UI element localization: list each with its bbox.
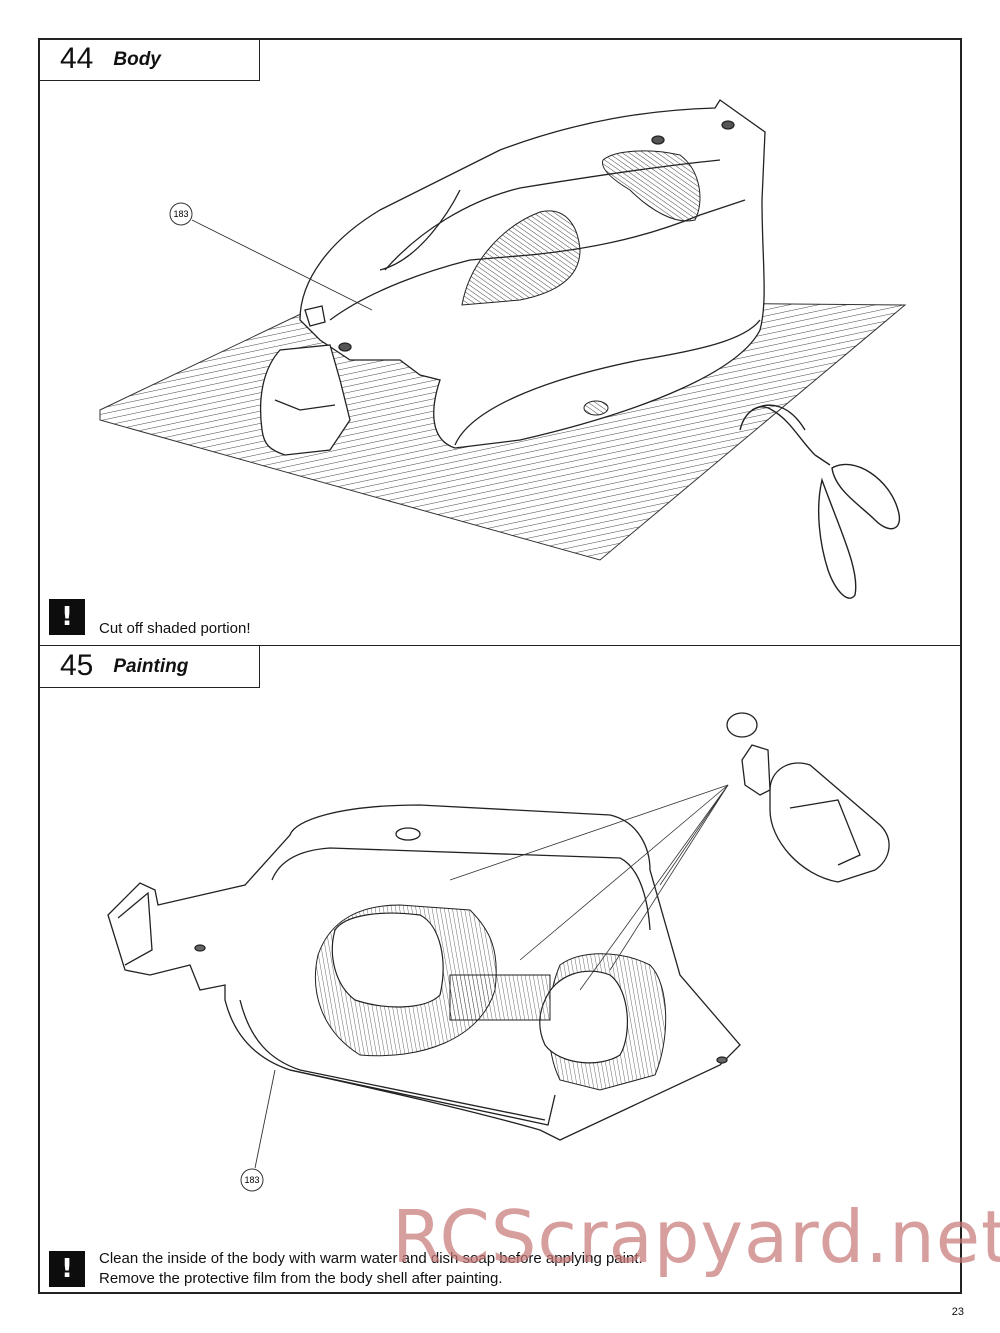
section-divider [38, 645, 962, 646]
step-44-note: Cut off shaded portion! [99, 619, 251, 639]
page-frame [38, 38, 962, 1294]
step-44-header: 44 Body [38, 38, 260, 81]
step-title: Body [113, 48, 161, 70]
watermark: RCScrapyard.net [392, 1195, 1000, 1279]
note-line: Clean the inside of the body with warm w… [99, 1250, 643, 1267]
part-callout-label: 183 [173, 209, 188, 219]
spray-lines [449, 784, 729, 991]
page-number: 23 [951, 1306, 964, 1318]
step-45-header: 45 Painting [38, 645, 260, 688]
part-callout-183-45: 183 [240, 1069, 276, 1192]
curved-scissors-icon [739, 404, 901, 599]
exclamation-icon: ! [49, 599, 85, 635]
part-callout-183: 183 [169, 202, 373, 311]
part-callout-label: 183 [244, 1175, 259, 1185]
step-title: Painting [113, 655, 189, 677]
shaded-cut-areas [461, 150, 701, 416]
inner-detail-45 [315, 904, 667, 1091]
note-line: Remove the protective film from the body… [99, 1270, 503, 1287]
exclamation-icon: ! [49, 1251, 85, 1287]
step-45-note: Clean the inside of the body with warm w… [99, 1249, 643, 1289]
note-line: Cut off shaded portion! [99, 620, 251, 637]
spray-bottle-icon [726, 712, 890, 883]
step-number: 45 [60, 649, 94, 682]
step-number: 44 [60, 42, 94, 75]
